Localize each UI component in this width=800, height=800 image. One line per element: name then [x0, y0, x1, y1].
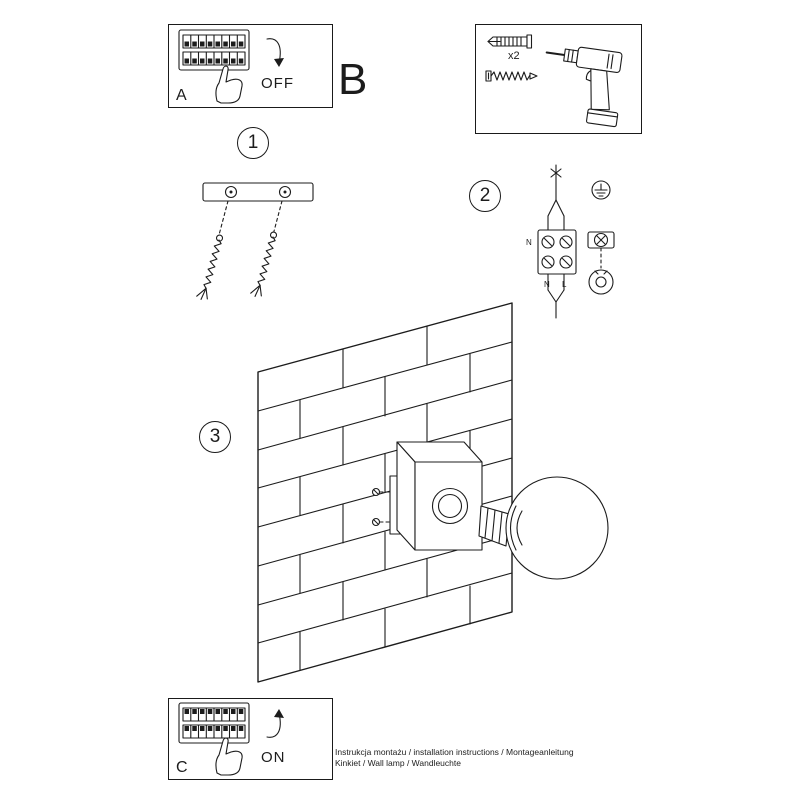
wiring-diagram-illustration: N N L [526, 164, 615, 319]
earth-ground-icon [591, 180, 611, 200]
panel-c-power-on: C ON [168, 698, 333, 780]
drill-icon [545, 46, 623, 128]
pointing-hand-icon [215, 737, 243, 776]
footer-line-1: Instrukcja montażu / installation instru… [335, 747, 574, 757]
terminal-block-icon [537, 229, 577, 275]
power-off-label: OFF [261, 75, 294, 92]
cable-clamp-icon [587, 231, 615, 295]
pointing-hand-icon [215, 65, 243, 104]
step-1-badge: 1 [237, 127, 269, 159]
step-3-badge: 3 [199, 421, 231, 453]
section-b-label: B [338, 55, 368, 104]
panel-c-label: C [176, 759, 188, 776]
terminal-n-bottom-label: N [544, 280, 550, 289]
panel-a-label: A [176, 87, 187, 104]
step-1-number: 1 [247, 132, 259, 153]
step-2-number: 2 [479, 185, 491, 206]
light-bulb-icon [478, 476, 609, 580]
mounting-bracket-illustration [196, 182, 314, 300]
terminal-n-top-label: N [526, 238, 532, 247]
panel-a-power-off: A OFF [168, 24, 333, 108]
tools-box: x2 [475, 24, 642, 134]
fuse-box-on-illustration [178, 702, 284, 776]
footer-text: Instrukcja montażu / installation instru… [335, 747, 635, 769]
tools-illustration [485, 34, 623, 128]
fuse-box-off-illustration [178, 29, 284, 104]
wall-lamp-mounted-illustration [257, 302, 609, 683]
screw-with-wire-icon [250, 231, 278, 297]
screw-icon [485, 70, 538, 82]
step-3-number: 3 [209, 426, 221, 447]
brick-wall-icon [257, 302, 513, 683]
arrow-up-icon [266, 709, 284, 738]
screw-with-wire-icon [196, 234, 224, 300]
anchor-quantity-label: x2 [508, 50, 520, 62]
arrow-down-icon [266, 38, 284, 67]
power-on-label: ON [261, 749, 286, 766]
wall-anchor-icon [487, 34, 533, 49]
footer-line-2: Kinkiet / Wall lamp / Wandleuchte [335, 758, 461, 768]
step-2-badge: 2 [469, 180, 501, 212]
lamp-cube-icon [396, 441, 483, 551]
